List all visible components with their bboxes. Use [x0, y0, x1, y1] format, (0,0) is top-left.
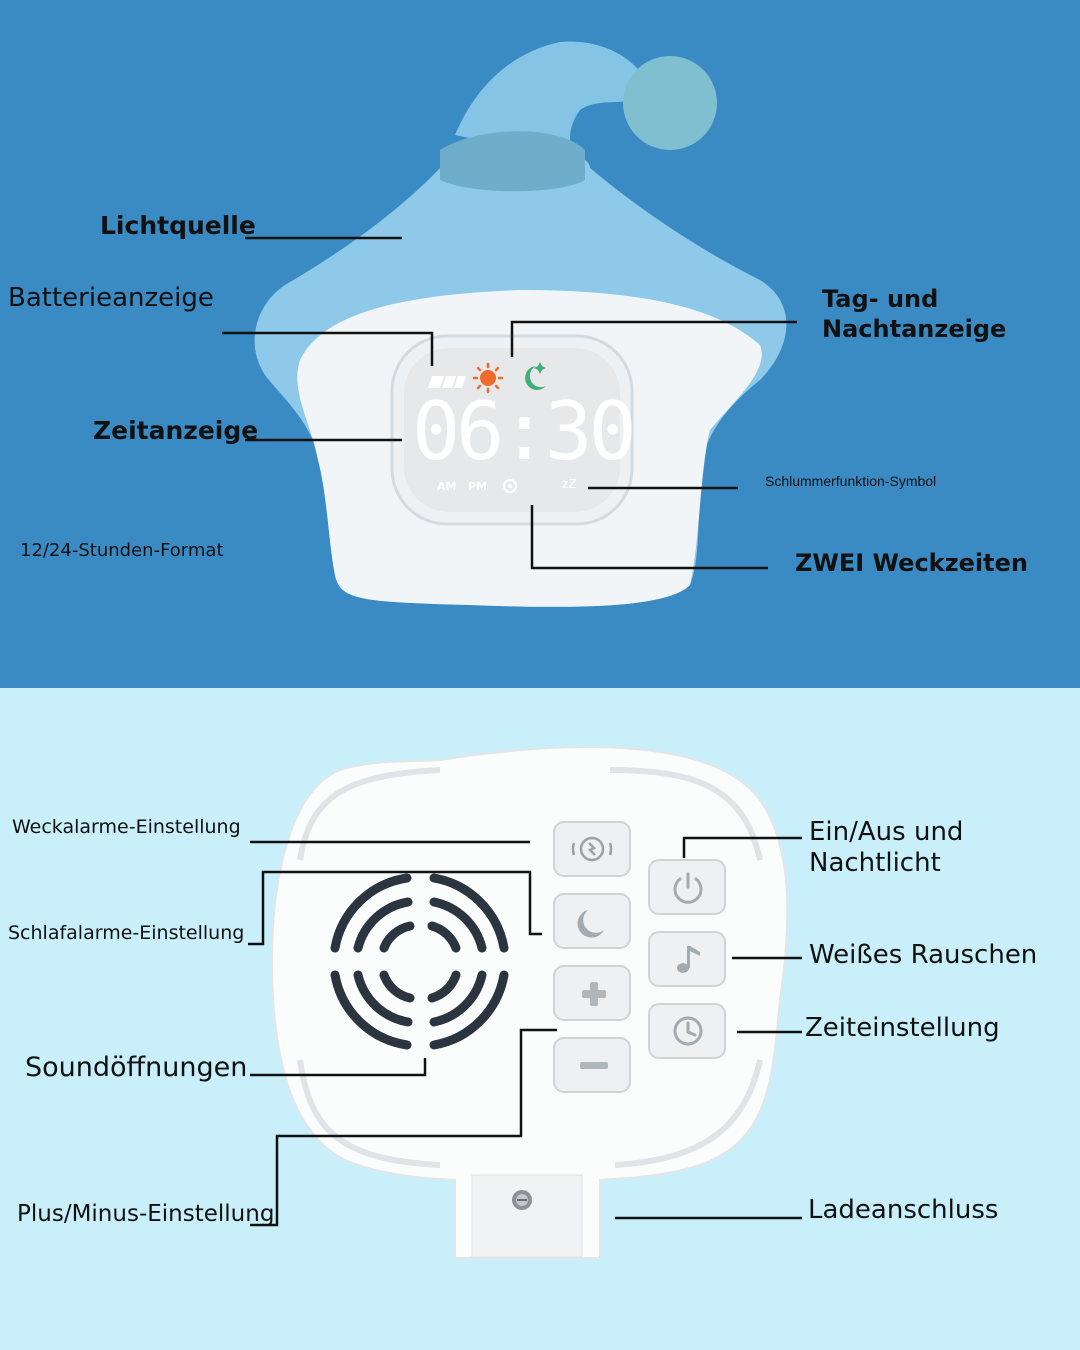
- label-ein-aus-line1: Ein/Aus und: [809, 817, 964, 847]
- alarm-icon: [571, 836, 613, 862]
- label-tag-nacht-line1: Tag- und: [822, 285, 939, 313]
- leader-lines-bottom: [248, 836, 802, 1227]
- label-batterieanzeige: Batterieanzeige: [8, 283, 214, 313]
- label-tag-nacht-line2: Nachtanzeige: [822, 315, 1007, 343]
- label-format: 12/24-Stunden-Format: [20, 540, 224, 561]
- sun-icon: [472, 362, 504, 394]
- label-sound: Soundöffnungen: [25, 1052, 248, 1083]
- label-zeitanzeige: Zeitanzeige: [93, 416, 259, 445]
- label-rauschen: Weißes Rauschen: [809, 940, 1038, 970]
- snooze-indicator: zZ: [562, 477, 577, 491]
- button-minus[interactable]: [553, 1037, 631, 1093]
- speaker-grille-icon: [330, 873, 509, 1050]
- am-indicator: AM: [437, 480, 457, 493]
- time-display: 06:30: [412, 385, 637, 478]
- label-plusminus: Plus/Minus-Einstellung: [17, 1201, 275, 1227]
- moon-icon: [525, 362, 546, 390]
- label-schlummer: Schlummerfunktion-Symbol: [765, 473, 937, 489]
- screw-icon: [512, 1190, 532, 1210]
- label-lade: Ladeanschluss: [808, 1195, 999, 1225]
- button-white-noise[interactable]: [648, 931, 726, 987]
- night-light-lamp: [254, 41, 787, 607]
- alarm-indicator-icon: [503, 479, 517, 493]
- label-weckalarme: Weckalarme-Einstellung: [12, 816, 241, 838]
- button-time-setting[interactable]: [648, 1003, 726, 1059]
- button-power[interactable]: [648, 859, 726, 915]
- power-icon: [673, 872, 703, 904]
- battery-icon: [428, 376, 466, 388]
- clock-icon: [673, 1016, 703, 1046]
- label-ein-aus-line2: Nachtlicht: [809, 848, 941, 878]
- label-schlafalarme: Schlafalarme-Einstellung: [8, 922, 245, 944]
- button-sleep-alarm[interactable]: [553, 893, 631, 949]
- plus-icon: [582, 982, 606, 1006]
- minus-icon: [580, 1062, 608, 1069]
- sleep-moon-icon: [577, 910, 604, 938]
- button-plus[interactable]: [553, 965, 631, 1021]
- leader-lines-top: [222, 236, 797, 570]
- label-weckzeiten: ZWEI Weckzeiten: [795, 549, 1028, 577]
- label-lichtquelle: Lichtquelle: [100, 211, 256, 240]
- button-alarm[interactable]: [553, 821, 631, 877]
- music-note-icon: [677, 946, 700, 973]
- pm-indicator: PM: [468, 480, 488, 493]
- label-zeiteinstellung: Zeiteinstellung: [805, 1013, 1000, 1043]
